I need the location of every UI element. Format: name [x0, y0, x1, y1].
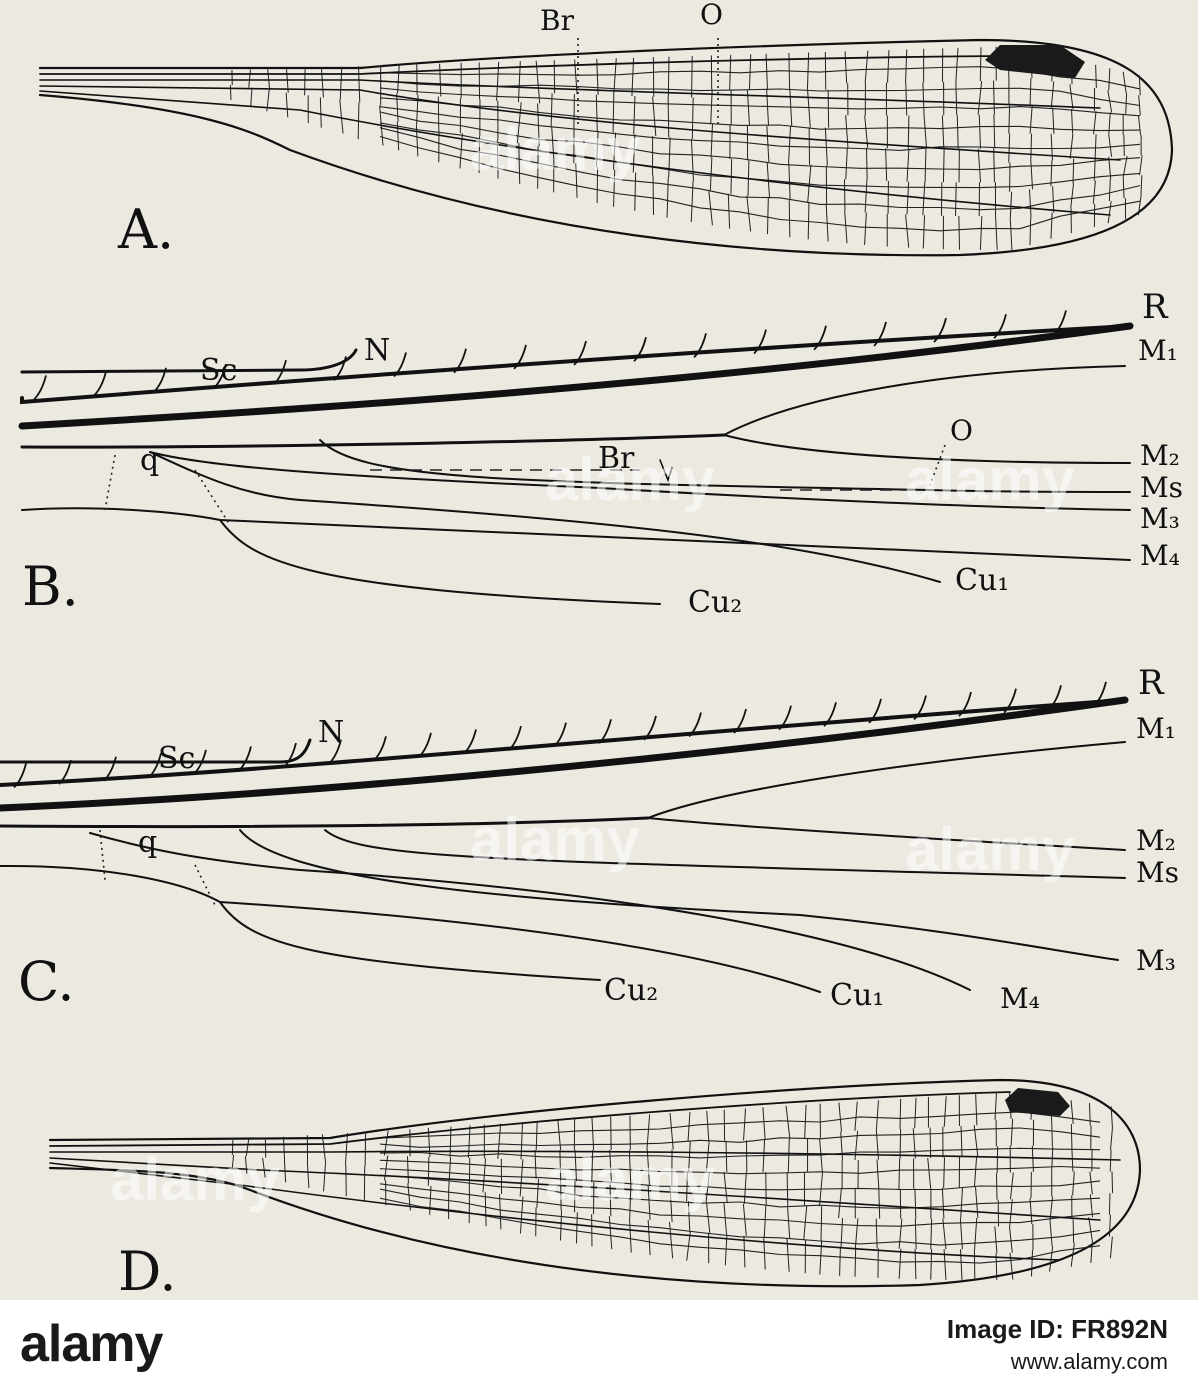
watermark: alamy alamy alamy alamy alamy alamy alam… — [110, 116, 1076, 1213]
label-q-c: q — [138, 825, 157, 860]
figure-canvas: Br O A. Sc N R M₁ O Br q M₂ Ms M₃ M₄ Cu — [0, 0, 1183, 1300]
label-o-b: O — [950, 414, 973, 447]
panel-label-c: C. — [18, 950, 75, 1013]
panel-b-schematic: Sc N R M₁ O Br q M₂ Ms M₃ M₄ Cu₁ Cu₂ B. — [18, 287, 1183, 620]
panel-label-d: D. — [118, 1240, 177, 1300]
label-m1-b: M₁ — [1138, 334, 1178, 367]
panel-a-venation — [229, 46, 1143, 251]
wing-venation-figure: Br O A. Sc N R M₁ O Br q M₂ Ms M₃ M₄ Cu — [0, 0, 1198, 1300]
label-r-b: R — [1142, 287, 1169, 327]
panel-a-pterostigma — [985, 45, 1085, 78]
label-ms-b: Ms — [1140, 471, 1183, 504]
brand-logo: alamy — [20, 1315, 163, 1373]
label-m3-b: M₃ — [1140, 502, 1180, 535]
label-cu1-c: Cu₁ — [830, 978, 884, 1013]
svg-text:alamy: alamy — [905, 816, 1076, 883]
label-q-b: q — [140, 443, 159, 478]
image-meta: Image ID: FR892N www.alamy.com — [947, 1314, 1168, 1375]
svg-text:alamy: alamy — [110, 1146, 281, 1213]
svg-text:alamy: alamy — [905, 446, 1076, 513]
panel-c-crossveins — [13, 681, 1107, 789]
label-m3-c: M₃ — [1136, 944, 1176, 977]
label-sc-b: Sc — [200, 353, 237, 388]
svg-text:alamy: alamy — [470, 116, 641, 183]
panel-a-wing: Br O A. — [38, 0, 1174, 261]
image-id: Image ID: FR892N — [946, 1314, 1168, 1344]
site-url: www.alamy.com — [1010, 1349, 1168, 1374]
panel-b-crossveins — [33, 310, 1067, 401]
label-cu2-c: Cu₂ — [604, 973, 658, 1008]
svg-text:alamy: alamy — [470, 806, 641, 873]
label-br-a: Br — [540, 4, 575, 37]
label-n-c: N — [318, 715, 344, 750]
svg-text:alamy: alamy — [545, 1146, 716, 1213]
label-ms-c: Ms — [1136, 856, 1179, 889]
label-m1-c: M₁ — [1136, 712, 1176, 745]
label-m2-c: M₂ — [1136, 824, 1176, 857]
label-sc-c: Sc — [158, 741, 195, 776]
panel-c-schematic: Sc N R M₁ q M₂ Ms M₃ M₄ Cu₁ Cu₂ C. — [0, 663, 1179, 1015]
label-r-c: R — [1138, 663, 1165, 703]
panel-label-a: A. — [117, 198, 174, 261]
label-br-b: Br — [598, 441, 635, 476]
label-m4-b: M₄ — [1140, 539, 1180, 572]
label-cu2-b: Cu₂ — [688, 585, 742, 620]
label-cu1-b: Cu₁ — [955, 563, 1009, 598]
panel-label-b: B. — [22, 555, 79, 618]
panel-d-venation — [231, 1092, 1114, 1281]
svg-text:alamy: alamy — [545, 446, 716, 513]
label-n-b: N — [364, 333, 390, 368]
panel-d-pterostigma — [1005, 1088, 1070, 1116]
panel-d-wing: D. — [48, 1078, 1142, 1300]
label-o-a: O — [700, 0, 723, 31]
label-m2-b: M₂ — [1140, 439, 1180, 472]
label-m4-c: M₄ — [1000, 982, 1040, 1015]
stock-footer: alamy Image ID: FR892N www.alamy.com — [0, 1300, 1198, 1390]
